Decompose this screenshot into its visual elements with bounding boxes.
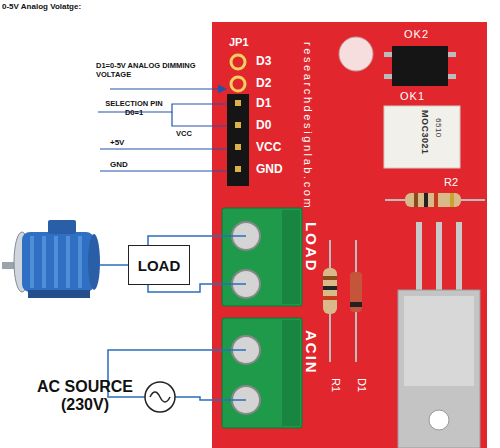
motor-fin <box>30 236 34 288</box>
box-label: LOAD <box>138 257 181 274</box>
leader-line <box>172 112 226 126</box>
terminal-ridge <box>282 320 300 426</box>
part-name: OK2 <box>404 28 429 41</box>
motor-fin <box>42 236 46 288</box>
pin-name: D1 <box>256 97 271 111</box>
chip-pin <box>384 74 392 79</box>
part-name: R1 <box>329 378 342 392</box>
signal-name: +5V <box>110 138 124 147</box>
motor-body <box>22 232 94 292</box>
chip-marking: MOC3021 <box>420 110 430 155</box>
source-label: AC SOURCE (230V) <box>30 378 140 415</box>
motor-rear <box>88 234 100 290</box>
chip-pin <box>384 52 392 57</box>
pin-pad <box>231 77 245 91</box>
pcb-board <box>212 22 487 448</box>
motor-fin <box>66 236 70 288</box>
pin-name: VCC <box>256 141 281 155</box>
wire <box>175 397 246 400</box>
resistor-band <box>424 193 428 207</box>
website-text: researchdesignlab.com <box>301 42 314 210</box>
triac-hole <box>429 410 449 430</box>
resistor-band <box>323 276 337 280</box>
pin-pad <box>231 55 245 69</box>
chip-marking: 6510 <box>434 118 443 138</box>
signal-name: GND <box>110 160 128 169</box>
part-name: OK1 <box>400 90 425 103</box>
ac-source-symbol <box>145 382 175 412</box>
optotriac-chip <box>384 106 460 168</box>
pin-name: D3 <box>256 55 271 69</box>
triac-body <box>398 290 480 448</box>
part-name: R2 <box>444 176 458 189</box>
terminal-name: LOAD <box>303 222 320 273</box>
resistor-band <box>434 193 438 207</box>
resistor-symbol <box>323 268 337 314</box>
motor-base <box>28 290 90 298</box>
chip-pin <box>448 74 456 79</box>
callout-note: SELECTION PIN D0=1 <box>96 100 172 117</box>
motor-fin <box>54 236 58 288</box>
part-name: D1 <box>355 378 368 392</box>
leader-line <box>100 170 226 171</box>
diode-band <box>350 302 362 307</box>
chip-pin <box>448 52 456 57</box>
triac-lead <box>436 222 442 297</box>
resistor-symbol <box>405 193 461 207</box>
pin-name: D2 <box>256 77 271 91</box>
resistor-band <box>450 193 454 207</box>
triac-lead <box>456 222 462 297</box>
pin-name: GND <box>256 163 283 177</box>
leader-line <box>110 88 226 89</box>
header-name: JP1 <box>229 36 249 49</box>
mounting-hole <box>339 37 373 71</box>
triac-lead <box>416 222 422 297</box>
resistor-band <box>414 193 418 207</box>
wire <box>148 284 246 292</box>
pin-name: D0 <box>256 119 271 133</box>
pin-header <box>227 94 249 186</box>
header-pin <box>235 122 241 128</box>
motor-fin <box>78 236 82 288</box>
triac-face <box>404 296 474 386</box>
wire <box>148 236 246 245</box>
optocoupler-chip <box>392 46 448 86</box>
sine-wave <box>150 392 170 402</box>
header-pin <box>235 100 241 106</box>
leader-line <box>100 148 226 149</box>
terminal-block <box>222 208 302 306</box>
load-box: LOAD <box>128 245 190 285</box>
header-pin <box>235 166 241 172</box>
terminal-block <box>222 318 302 428</box>
signal-name: VCC <box>176 130 192 139</box>
motor-terminal-box <box>48 220 76 234</box>
terminal-name: ACIN <box>303 330 320 375</box>
wire <box>100 264 128 266</box>
callout-note: D1=0-5V ANALOG DIMMING VOLTAGE <box>96 62 208 79</box>
header-pin <box>235 144 241 150</box>
diode-symbol <box>350 272 362 312</box>
resistor-band <box>323 296 337 300</box>
terminal-ridge <box>282 210 300 304</box>
resistor-band <box>323 286 337 290</box>
diagram-title: 0-5V Analog Volatge: <box>2 2 81 11</box>
